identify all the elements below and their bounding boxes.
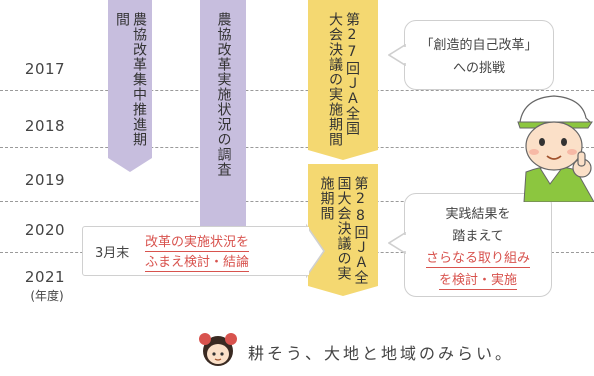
arrow-text-line2: ふまえ検討・結論 <box>145 255 250 272</box>
arrow-month-label: 3月末 <box>95 246 130 261</box>
reform-promotion-bar-tip <box>108 158 152 172</box>
reform-promotion-bar: 農協改革集中推進期間 <box>108 0 152 158</box>
arrow-description: 改革の実施状況を ふまえ検討・結論 <box>145 233 250 273</box>
congress-28-label: 第28回ＪＡ全国大会決議の実施期間 <box>318 176 369 285</box>
challenge-line1: 「創造的自己改革」 <box>420 38 538 53</box>
results-line2: 踏まえて <box>452 228 504 244</box>
slogan-text: 耕そう、大地と地域のみらい。 <box>248 344 515 363</box>
challenge-bubble-pointer <box>388 44 406 66</box>
results-line4: を検討・実施 <box>438 272 517 290</box>
farmer-mascot-illustration <box>517 95 594 202</box>
arrow-head <box>306 223 325 279</box>
congress-27-bar: 第27回ＪＡ全国大会決議の実施期間 <box>308 0 378 150</box>
reform-promotion-label: 農協改革集中推進期間 <box>114 12 147 147</box>
year-label-2020: 2020 <box>24 221 66 239</box>
year-label-2018: 2018 <box>24 117 66 135</box>
results-line1: 実践結果を <box>445 206 511 222</box>
congress-27-label: 第27回ＪＡ全国大会決議の実施期間 <box>327 12 360 147</box>
year-label-2019: 2019 <box>24 171 66 189</box>
reform-survey-bar: 農協改革実施状況の調査 <box>200 0 246 238</box>
divider-2019-2020 <box>0 201 594 202</box>
year-label-2017: 2017 <box>24 60 66 78</box>
challenge-bubble: 「創造的自己改革」 への挑戦 <box>404 20 554 90</box>
challenge-line2: への挑戦 <box>452 61 505 76</box>
arrow-text-line1: 改革の実施状況を <box>145 235 250 252</box>
congress-27-bar-tip <box>308 150 378 160</box>
reform-review-arrow-box: 3月末 改革の実施状況を ふまえ検討・結論 <box>82 226 308 276</box>
divider-2018-2019 <box>0 147 594 148</box>
year-label-2021: 2021 <box>24 268 66 286</box>
results-bubble: 実践結果を 踏まえて さらなる取り組み を検討・実施 <box>404 193 552 297</box>
year-unit-label: (年度) <box>30 289 64 303</box>
reform-survey-label: 農協改革実施状況の調査 <box>215 12 232 177</box>
girl-mascot-icon <box>199 333 237 366</box>
results-bubble-pointer <box>388 232 406 254</box>
divider-2017-2018 <box>0 90 594 91</box>
congress-28-bar: 第28回ＪＡ全国大会決議の実施期間 <box>308 164 378 286</box>
congress-28-bar-tip <box>308 286 378 296</box>
results-line3: さらなる取り組み <box>425 250 530 268</box>
